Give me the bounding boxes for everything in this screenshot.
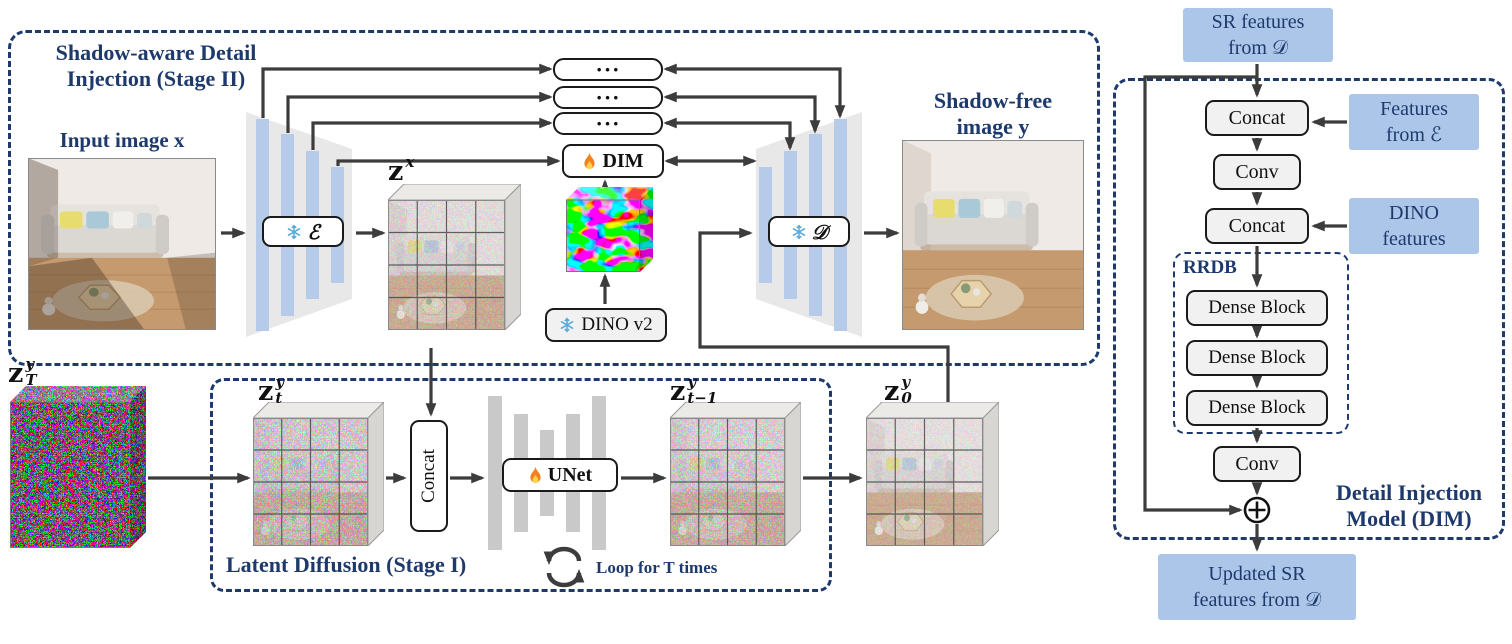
zT-noise-cube (10, 386, 146, 553)
dim-panel-container-box (1113, 78, 1505, 540)
decoder-label-pill: 𝒟 (768, 216, 850, 247)
zx-latent-cube (386, 182, 523, 335)
unet-label: UNet (547, 463, 593, 486)
flame-icon (528, 466, 543, 485)
concat2-box: Concat (1205, 208, 1309, 244)
sr-features-box: SR features from 𝒟 (1183, 8, 1333, 62)
dim-label: DIM (602, 149, 644, 172)
zt-latent-cube (251, 400, 386, 551)
stage1-concat-box: Concat (410, 420, 448, 532)
rrdb-label: RRDB (1183, 257, 1237, 278)
unet-label-pill: UNet (502, 458, 618, 492)
encoder-label-pill: ℰ (262, 216, 344, 247)
dim-panel-title: Detail Injection Model (DIM) (1335, 480, 1483, 531)
skip-dim-box-3: ··· (553, 111, 663, 136)
dino-feature-cube (566, 187, 653, 277)
dense-block-2: Dense Block (1186, 340, 1328, 376)
conv1-box: Conv (1213, 154, 1301, 190)
dino-v2-box: DINO v2 (545, 308, 667, 342)
output-image (902, 140, 1084, 335)
concat1-box: Concat (1205, 100, 1309, 136)
z0-latent-cube (864, 400, 1001, 551)
dino-v2-label: DINO v2 (581, 314, 653, 335)
stage1-title: Latent Diffusion (Stage I) (226, 552, 467, 577)
ztm1-latent-cube (668, 400, 803, 551)
input-image-label: Input image x (59, 128, 185, 152)
snowflake-icon (559, 317, 575, 333)
decoder-symbol: 𝒟 (811, 219, 828, 244)
output-image-label: Shadow-free image y (933, 88, 1053, 139)
dense-block-3: Dense Block (1186, 390, 1328, 426)
loop-label: Loop for T times (596, 558, 718, 577)
skip-dim-box-2: ··· (553, 85, 663, 110)
features-from-encoder-box: Features from ℰ (1349, 94, 1479, 150)
snowflake-icon (286, 224, 302, 240)
snowflake-icon (791, 224, 807, 240)
input-image (28, 158, 216, 335)
dense-block-1: Dense Block (1186, 290, 1328, 326)
stage1-concat-label: Concat (418, 449, 440, 503)
dino-features-box: DINO features (1349, 198, 1479, 254)
flame-icon (582, 152, 597, 171)
zx-label: z x (388, 153, 415, 187)
stage1-container-box (210, 378, 832, 592)
stage2-container-box (8, 30, 1100, 366)
conv2-box: Conv (1213, 446, 1301, 482)
updated-sr-features-box: Updated SR features from 𝒟 (1158, 554, 1356, 620)
stage2-title: Shadow-aware Detail Injection (Stage II) (55, 40, 257, 91)
dim-box: DIM (562, 144, 664, 178)
encoder-symbol: ℰ (307, 219, 320, 244)
skip-dim-box-1: ··· (553, 57, 663, 82)
